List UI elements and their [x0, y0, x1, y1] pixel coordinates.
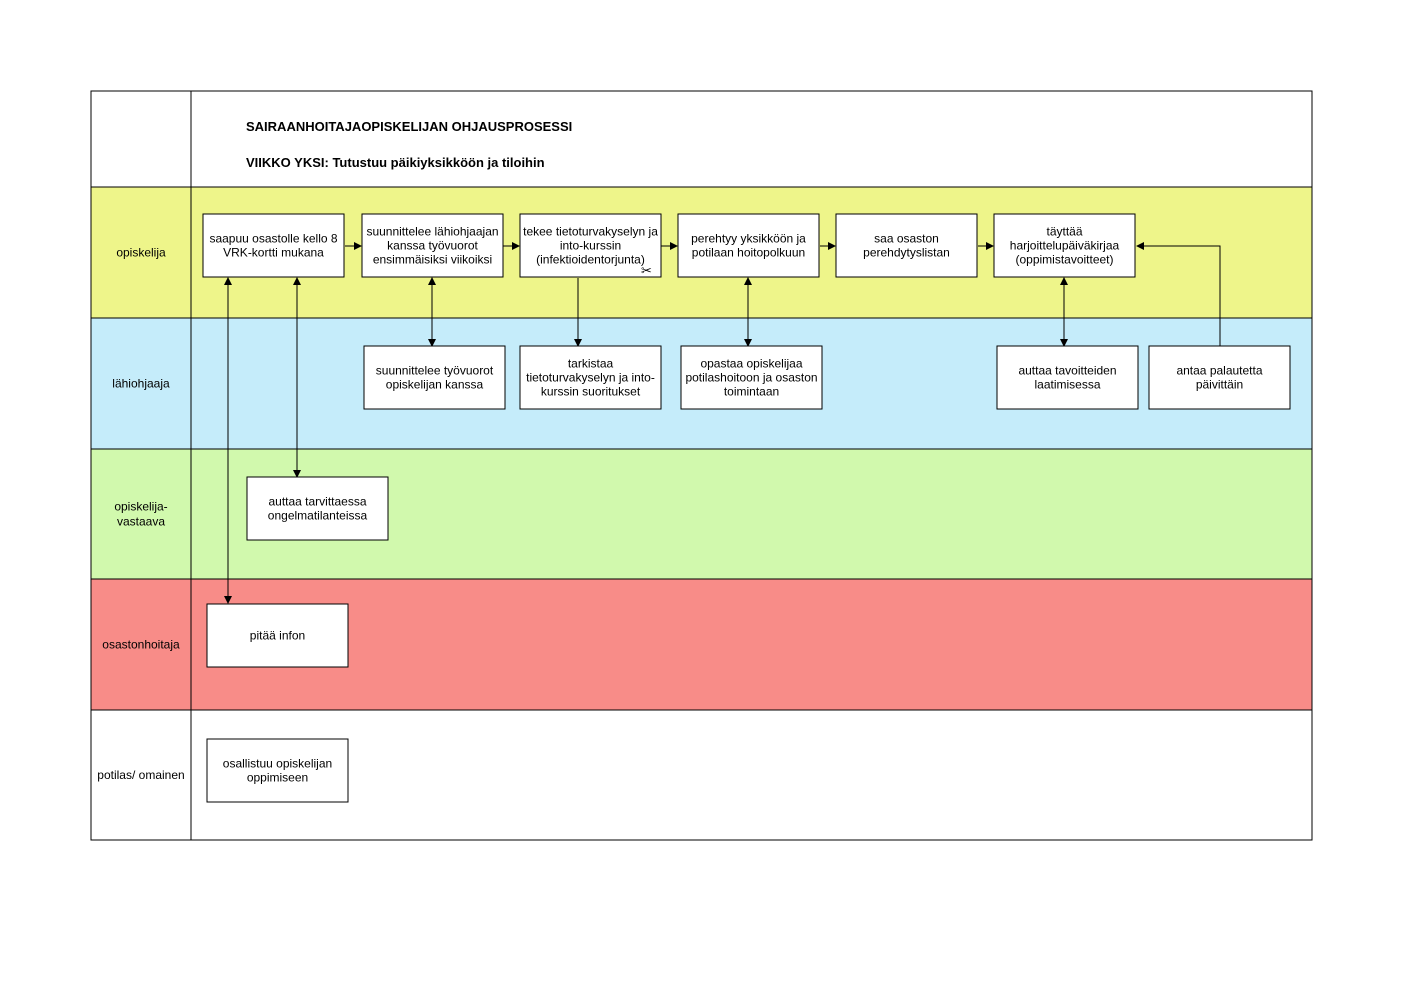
box-text: ongelmatilanteissa: [268, 509, 368, 523]
scissors-icon: ✂: [641, 264, 652, 279]
box-frame: [519, 213, 662, 278]
box-frame: [993, 213, 1136, 278]
process-box-b3: tekee tietoturvakyselyn jainto-kurssin(i…: [519, 213, 662, 278]
diagram-subtitle: VIIKKO YKSI: Tutustuu päikiyksikköön ja …: [246, 155, 545, 170]
box-text: harjoittelupäiväkirjaa: [1010, 239, 1120, 253]
box-text: tekee tietoturvakyselyn ja: [523, 225, 658, 239]
box-frame: [361, 213, 504, 278]
lane-label: osastonhoitaja: [102, 638, 180, 652]
box-text: auttaa tarvittaessa: [268, 495, 366, 509]
box-text: kurssin suoritukset: [541, 385, 641, 399]
box-text: opiskelijan kanssa: [386, 378, 484, 392]
lane-label: opiskelija-: [114, 500, 167, 514]
box-text: (oppimistavoitteet): [1015, 253, 1113, 267]
box-frame: [677, 213, 820, 278]
box-frame: [206, 738, 349, 803]
box-text: perehdytyslistan: [863, 246, 950, 260]
diagram-title: SAIRAANHOITAJAOPISKELIJAN OHJAUSPROSESSI: [246, 119, 572, 134]
lane-label: potilas/ omainen: [97, 768, 184, 782]
box-frame: [835, 213, 978, 278]
box-text: oppimiseen: [247, 771, 308, 785]
box-frame: [996, 345, 1139, 410]
header-row: [90, 90, 1313, 188]
box-text: pitää infon: [250, 629, 305, 643]
lane-label: opiskelija: [116, 246, 166, 260]
box-text: laatimisessa: [1034, 378, 1100, 392]
box-text: into-kurssin: [560, 239, 621, 253]
box-text: suunnittelee työvuorot: [376, 364, 494, 378]
box-text: ensimmäisiksi viikoiksi: [373, 253, 492, 267]
box-text: tietoturvakyselyn ja into-: [526, 371, 655, 385]
box-text: potilashoitoon ja osaston: [685, 371, 817, 385]
box-frame: [202, 213, 345, 278]
box-text: antaa palautetta: [1176, 364, 1262, 378]
lane-label: lähiohjaaja: [112, 377, 170, 391]
process-box-b6: täyttääharjoittelupäiväkirjaa(oppimistav…: [993, 213, 1136, 278]
box-text: tarkistaa: [568, 357, 614, 371]
box-text: suunnittelee lähiohjaajan: [366, 225, 498, 239]
box-text: päivittäin: [1196, 378, 1243, 392]
box-frame: [206, 603, 349, 668]
process-box-b13: pitää infon: [206, 603, 349, 668]
box-text: täyttää: [1046, 225, 1082, 239]
box-text: osallistuu opiskelijan: [223, 757, 332, 771]
box-text: opastaa opiskelijaa: [700, 357, 802, 371]
box-frame: [246, 476, 389, 541]
box-text: toimintaan: [724, 385, 779, 399]
box-text: saapuu osastolle kello 8: [209, 232, 337, 246]
box-frame: [519, 345, 662, 410]
box-text: potilaan hoitopolkuun: [692, 246, 805, 260]
box-text: perehtyy yksikköön ja: [691, 232, 806, 246]
connectors: [224, 242, 1221, 604]
box-text: (infektioidentorjunta): [536, 253, 645, 267]
box-frame: [363, 345, 506, 410]
box-frame: [1148, 345, 1291, 410]
box-text: auttaa tavoitteiden: [1018, 364, 1116, 378]
box-text: VRK-kortti mukana: [223, 246, 324, 260]
box-text: kanssa työvuorot: [387, 239, 478, 253]
box-text: saa osaston: [874, 232, 939, 246]
feedback-arrow: [1136, 242, 1221, 346]
box-frame: [680, 345, 823, 410]
lane-label: vastaava: [117, 515, 165, 529]
